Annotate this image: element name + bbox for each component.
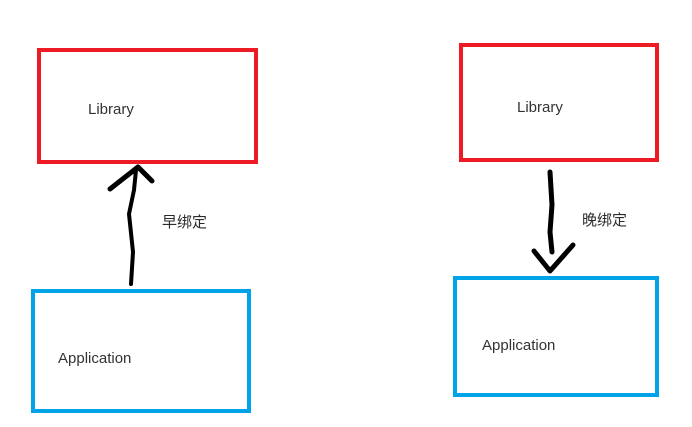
left-library-box: Library [37, 48, 258, 164]
left-application-label: Application [58, 350, 132, 367]
right-library-label: Library [517, 99, 563, 116]
left-application-box: Application [31, 289, 251, 413]
early-binding-arrow-shaft [127, 168, 138, 286]
left-library-label: Library [88, 101, 134, 118]
late-binding-arrow-label: 晚绑定 [582, 212, 628, 229]
early-binding-arrow-head [107, 164, 155, 192]
right-library-box: Library [459, 43, 659, 162]
right-application-label: Application [482, 337, 556, 354]
late-binding-arrow-shaft [547, 169, 555, 255]
right-application-box: Application [453, 276, 659, 397]
early-binding-arrow-label: 早绑定 [162, 214, 208, 231]
late-binding-arrow-head [531, 242, 576, 274]
